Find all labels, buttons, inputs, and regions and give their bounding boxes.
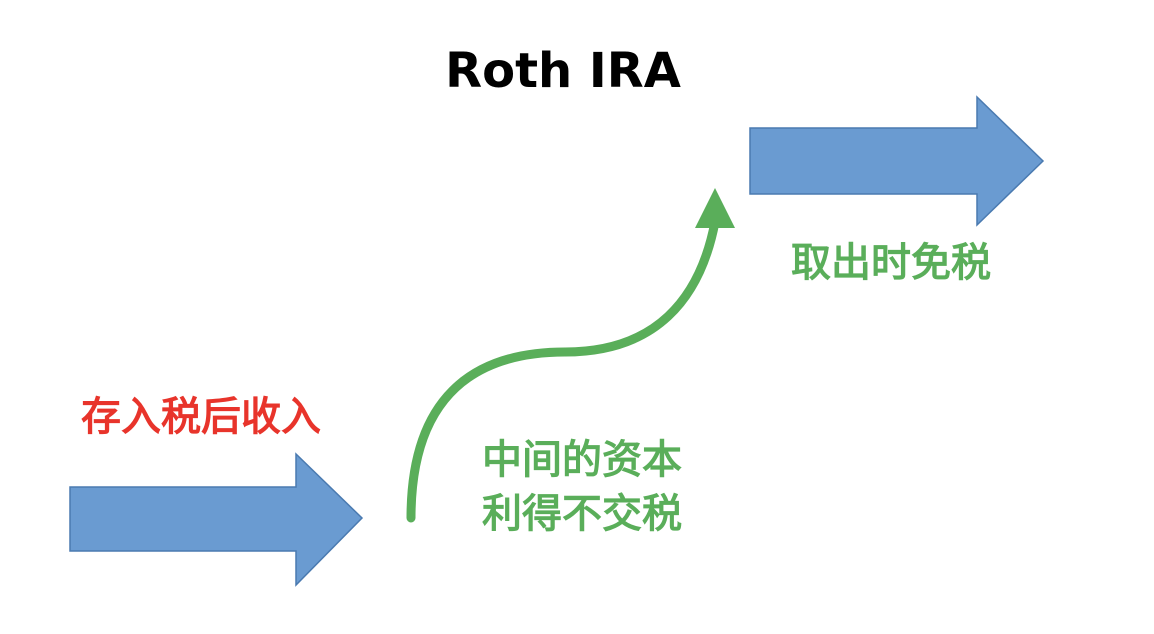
- deposit-block-arrow: [69, 452, 364, 587]
- withdraw-label: 取出时免税: [791, 240, 991, 286]
- growth-arrowhead-icon: [695, 188, 735, 228]
- deposit-label: 存入税后收入: [81, 394, 321, 440]
- growth-curve: [406, 217, 720, 523]
- growth-label-line1: 中间的资本: [482, 437, 682, 483]
- diagram-title: Roth IRA: [445, 43, 681, 99]
- withdraw-block-arrow: [749, 95, 1045, 227]
- growth-label-line2: 利得不交税: [482, 491, 682, 537]
